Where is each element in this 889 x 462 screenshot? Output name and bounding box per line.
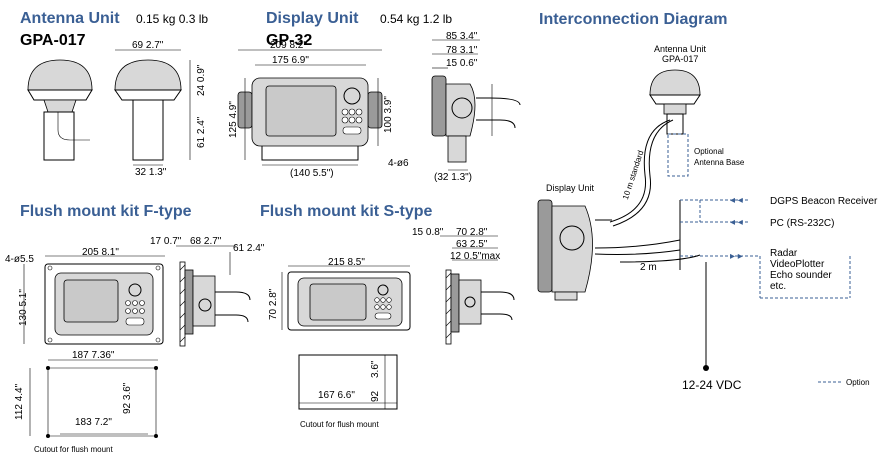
- ic-cable-2m: 2 m: [640, 262, 657, 273]
- flush-f-height-dim: 130 5.1": [18, 289, 29, 326]
- flush-f-cut-height-dim: 112 4.4": [14, 383, 25, 420]
- flush-f-side1-dim: 17 0.7": [150, 236, 182, 247]
- flush-f-side-view: [176, 245, 251, 347]
- antenna-model: GPA-017: [20, 32, 86, 49]
- flush-s-height-dim: 70 2.8": [268, 288, 279, 320]
- flush-s-side4-dim: 12 0.5"max: [450, 251, 501, 262]
- antenna-side-view: [114, 49, 191, 166]
- display-left-height-dim: 125 4.9": [228, 101, 239, 138]
- display-hole-dim: 4-ø6: [388, 158, 409, 169]
- flush-f-front-view: [23, 255, 165, 438]
- flush-s-cut-height2-dim: 92: [370, 390, 381, 402]
- display-right-height-dim: 100 3.9": [383, 96, 394, 133]
- ic-optional-base: Optional Antenna Base: [694, 147, 745, 167]
- antenna-base-dim: 32 1.3": [135, 167, 167, 178]
- display-depth2-dim: 78 3.1": [446, 45, 478, 56]
- display-unit-heading: Display Unit: [266, 10, 359, 27]
- antenna-top-height-dim: 24 0.9": [196, 64, 207, 96]
- display-front-view: [237, 49, 383, 166]
- ic-arrow-dgps: ◂ ◂: [730, 195, 743, 206]
- flush-s-heading: Flush mount kit S-type: [260, 203, 433, 220]
- flush-f-width-dim: 205 8.1": [82, 247, 119, 258]
- flush-s-cut-width-dim: 167 6.6": [318, 390, 355, 401]
- ic-output-dgps: DGPS Beacon Receiver: [770, 196, 878, 207]
- antenna-unit-heading: Antenna Unit: [20, 10, 120, 27]
- display-depth3-dim: 15 0.6": [446, 58, 478, 69]
- antenna-weight: 0.15 kg 0.3 lb: [136, 12, 209, 26]
- interconnection-drawing: [537, 69, 851, 383]
- flush-f-cutout-label: Cutout for flush mount: [34, 445, 113, 454]
- antenna-height-dim: 61 2.4": [196, 116, 207, 148]
- flush-s-width-dim: 215 8.5": [328, 257, 365, 268]
- flush-s-side-view: [440, 235, 515, 345]
- ic-antenna-label: Antenna Unit: [654, 44, 707, 54]
- ic-legend-option: Option: [846, 378, 870, 387]
- ic-antenna-model: GPA-017: [662, 54, 699, 64]
- flush-f-cut-width-dim: 187 7.36": [72, 350, 115, 361]
- display-depth1-dim: 85 3.4": [446, 31, 478, 42]
- flush-s-side1-dim: 15 0.8": [412, 227, 444, 238]
- flush-f-side2-dim: 68 2.7": [190, 236, 222, 247]
- antenna-front-view: [27, 59, 93, 161]
- antenna-width-dim: 69 2.7": [132, 40, 164, 51]
- flush-s-side2-dim: 70 2.8": [456, 227, 488, 238]
- flush-f-cut-inner-width-dim: 183 7.2": [75, 417, 112, 428]
- ic-arrow-pc: ◂ ◂: [730, 217, 743, 228]
- ic-power-label: 12-24 VDC: [682, 378, 742, 392]
- ic-arrow-radar: ▸ ▸: [730, 251, 743, 262]
- display-model: GP-32: [266, 32, 313, 49]
- display-outer-width-dim: 209 8.2": [270, 40, 307, 51]
- display-bottom-dim: (140 5.5"): [290, 168, 334, 179]
- display-side-view: [431, 39, 521, 171]
- flush-f-cut-inner-height-dim: 92 3.6": [122, 382, 133, 414]
- interconnection-heading: Interconnection Diagram: [539, 11, 728, 28]
- display-inner-width-dim: 175 6.9": [272, 55, 309, 66]
- ic-display-label: Display Unit: [546, 183, 595, 193]
- display-depth-bottom-dim: (32 1.3"): [434, 172, 473, 183]
- display-weight: 0.54 kg 1.2 lb: [380, 12, 453, 26]
- flush-f-hole-dim: 4-ø5.5: [5, 254, 34, 265]
- ic-output-radar: Radar VideoPlotter Echo sounder etc.: [770, 248, 832, 292]
- flush-s-front-view: [281, 265, 411, 410]
- ic-output-pc: PC (RS-232C): [770, 218, 835, 229]
- flush-f-side3-dim: 61 2.4": [233, 243, 265, 254]
- flush-s-cut-height1-dim: 3.6": [370, 360, 381, 378]
- flush-s-side3-dim: 63 2.5": [456, 239, 488, 250]
- flush-s-cutout-label: Cutout for flush mount: [300, 420, 379, 429]
- flush-f-heading: Flush mount kit F-type: [20, 203, 192, 220]
